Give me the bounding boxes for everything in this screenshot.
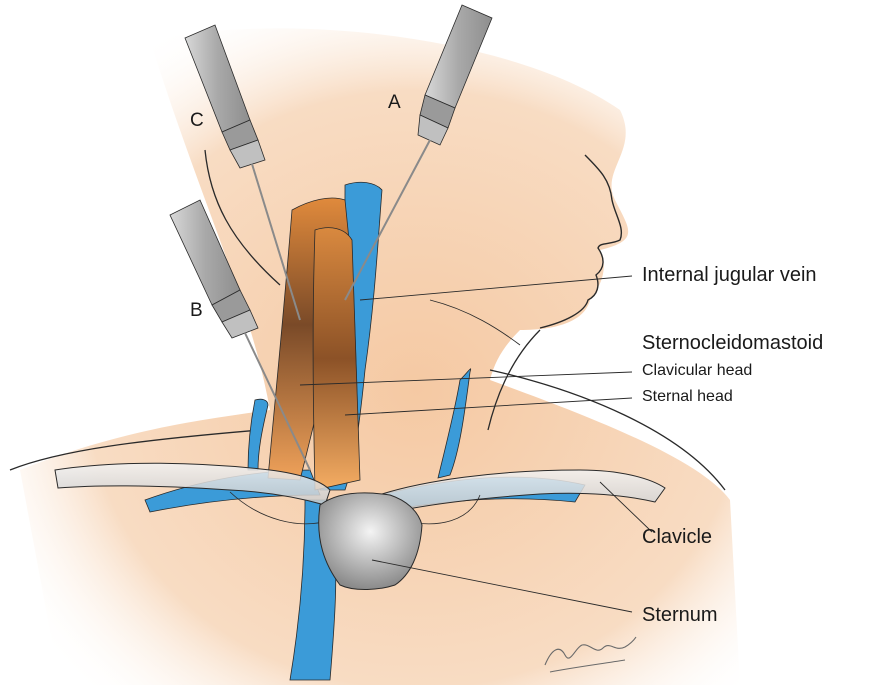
label-sternal-head: Sternal head xyxy=(642,388,733,406)
sternum-bone xyxy=(319,493,422,590)
label-clavicle: Clavicle xyxy=(642,526,712,549)
label-clavicular-head: Clavicular head xyxy=(642,362,752,380)
needle-label-c: C xyxy=(190,110,204,132)
sternal-head-shape xyxy=(313,228,360,490)
needle-label-b: B xyxy=(190,300,203,322)
needle-label-a: A xyxy=(388,92,401,114)
label-internal-jugular-vein: Internal jugular vein xyxy=(642,264,817,287)
label-sternum: Sternum xyxy=(642,604,718,627)
label-sternocleidomastoid: Sternocleidomastoid xyxy=(642,332,823,355)
